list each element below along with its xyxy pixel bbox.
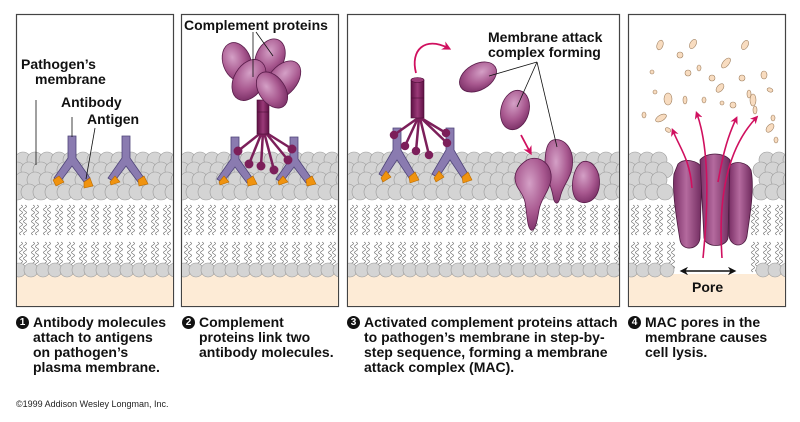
debris-particle [652,89,658,95]
caption-text: Antibody molecules attach to antigens on… [33,314,167,375]
antibody-icon [275,136,317,187]
debris-particle [649,69,655,75]
panel-2-content: Complement proteins [184,17,328,187]
debris-particle [696,64,702,72]
complement-unit-icon [459,61,497,93]
debris-particle [746,89,752,99]
antibody-icon [431,127,473,184]
antigen-icon [83,177,94,189]
step-number-badge: 3 [347,316,360,329]
label-pore: Pore [692,279,723,295]
copyright-notice: ©1999 Addison Wesley Longman, Inc. [16,399,169,409]
label-antigen: Antigen [87,111,139,127]
debris-particle [655,113,667,123]
debris-particle [663,92,673,106]
leader-line [516,61,538,108]
panel-3-content: Membrane attack complex forming [378,29,603,231]
membrane-bilayer [629,151,785,306]
label-mac-forming-line1: Membrane attack [488,29,603,45]
antibody-icon [107,135,149,187]
debris-particle [656,39,664,51]
activation-arrow [413,41,452,74]
debris-particle [738,74,746,82]
step-arrow [520,134,532,156]
antigen-icon [218,175,230,186]
antibody-icon [52,135,94,189]
step-number-badge: 1 [16,316,29,329]
mac-forming-icon [514,139,600,231]
debris-particle [773,136,779,144]
complement-tentacles [233,130,297,175]
debris-particle [770,114,776,122]
caption-text: Complement proteins link two antibody mo… [199,314,334,360]
debris-particle [715,83,725,93]
debris-particle [676,51,684,59]
debris-particle [701,96,707,104]
debris-particle [641,111,647,119]
debris-particle [741,40,749,50]
complement-tentacles [389,116,452,160]
debris-particle [749,93,757,107]
panel-1 [15,13,175,308]
antigen-icon [408,171,420,184]
debris-particle [684,69,692,77]
leader-line [255,31,274,57]
antigen-icon [246,175,258,187]
debris-particle [752,105,758,115]
debris-particle [682,95,688,105]
complement-stalk [256,99,270,135]
complement-proteins-icon [221,38,302,109]
antigen-icon [461,171,473,184]
step-number-badge: 2 [182,316,195,329]
efflux-arrows [671,110,759,259]
complement-unit-icon [500,89,530,131]
antigen-icon [433,170,445,183]
debris-particle [729,101,737,109]
antigen-icon [305,175,317,187]
step-number-badge: 4 [628,316,641,329]
mac-pore-icon [673,153,753,249]
debris-particle [664,127,672,133]
label-complement-proteins: Complement proteins [184,17,328,33]
debris-particle [766,87,774,93]
debris-particle [708,74,716,82]
leader-line [536,61,558,148]
leader-line [488,61,538,77]
caption-text: Activated complement proteins attach to … [364,314,618,375]
caption-text: MAC pores in the membrane causes cell ly… [645,314,768,360]
antigen-icon [137,175,149,187]
antigen-icon [52,175,65,187]
debris-particle [760,70,768,80]
antigen-icon [277,175,289,186]
debris-particle [689,39,697,49]
antigen-icon [380,170,392,183]
label-mac-forming-line2: complex forming [488,44,601,60]
debris-particle [721,57,731,69]
complement-stalk [410,79,425,119]
label-pathogens-membrane-line1: Pathogen’s [21,56,96,72]
debris-particle [719,100,725,106]
debris-particle [765,123,775,133]
panel-1-content: Pathogen’s membrane Antibody Antigen [21,56,149,189]
cell-contents-debris [641,39,779,144]
label-pathogens-membrane-line2: membrane [35,71,106,87]
antigen-icon [109,175,121,186]
label-antibody: Antibody [61,94,122,110]
leader-line [85,127,96,180]
antibody-icon [378,127,420,184]
panel-4-content: Pore [641,39,779,295]
